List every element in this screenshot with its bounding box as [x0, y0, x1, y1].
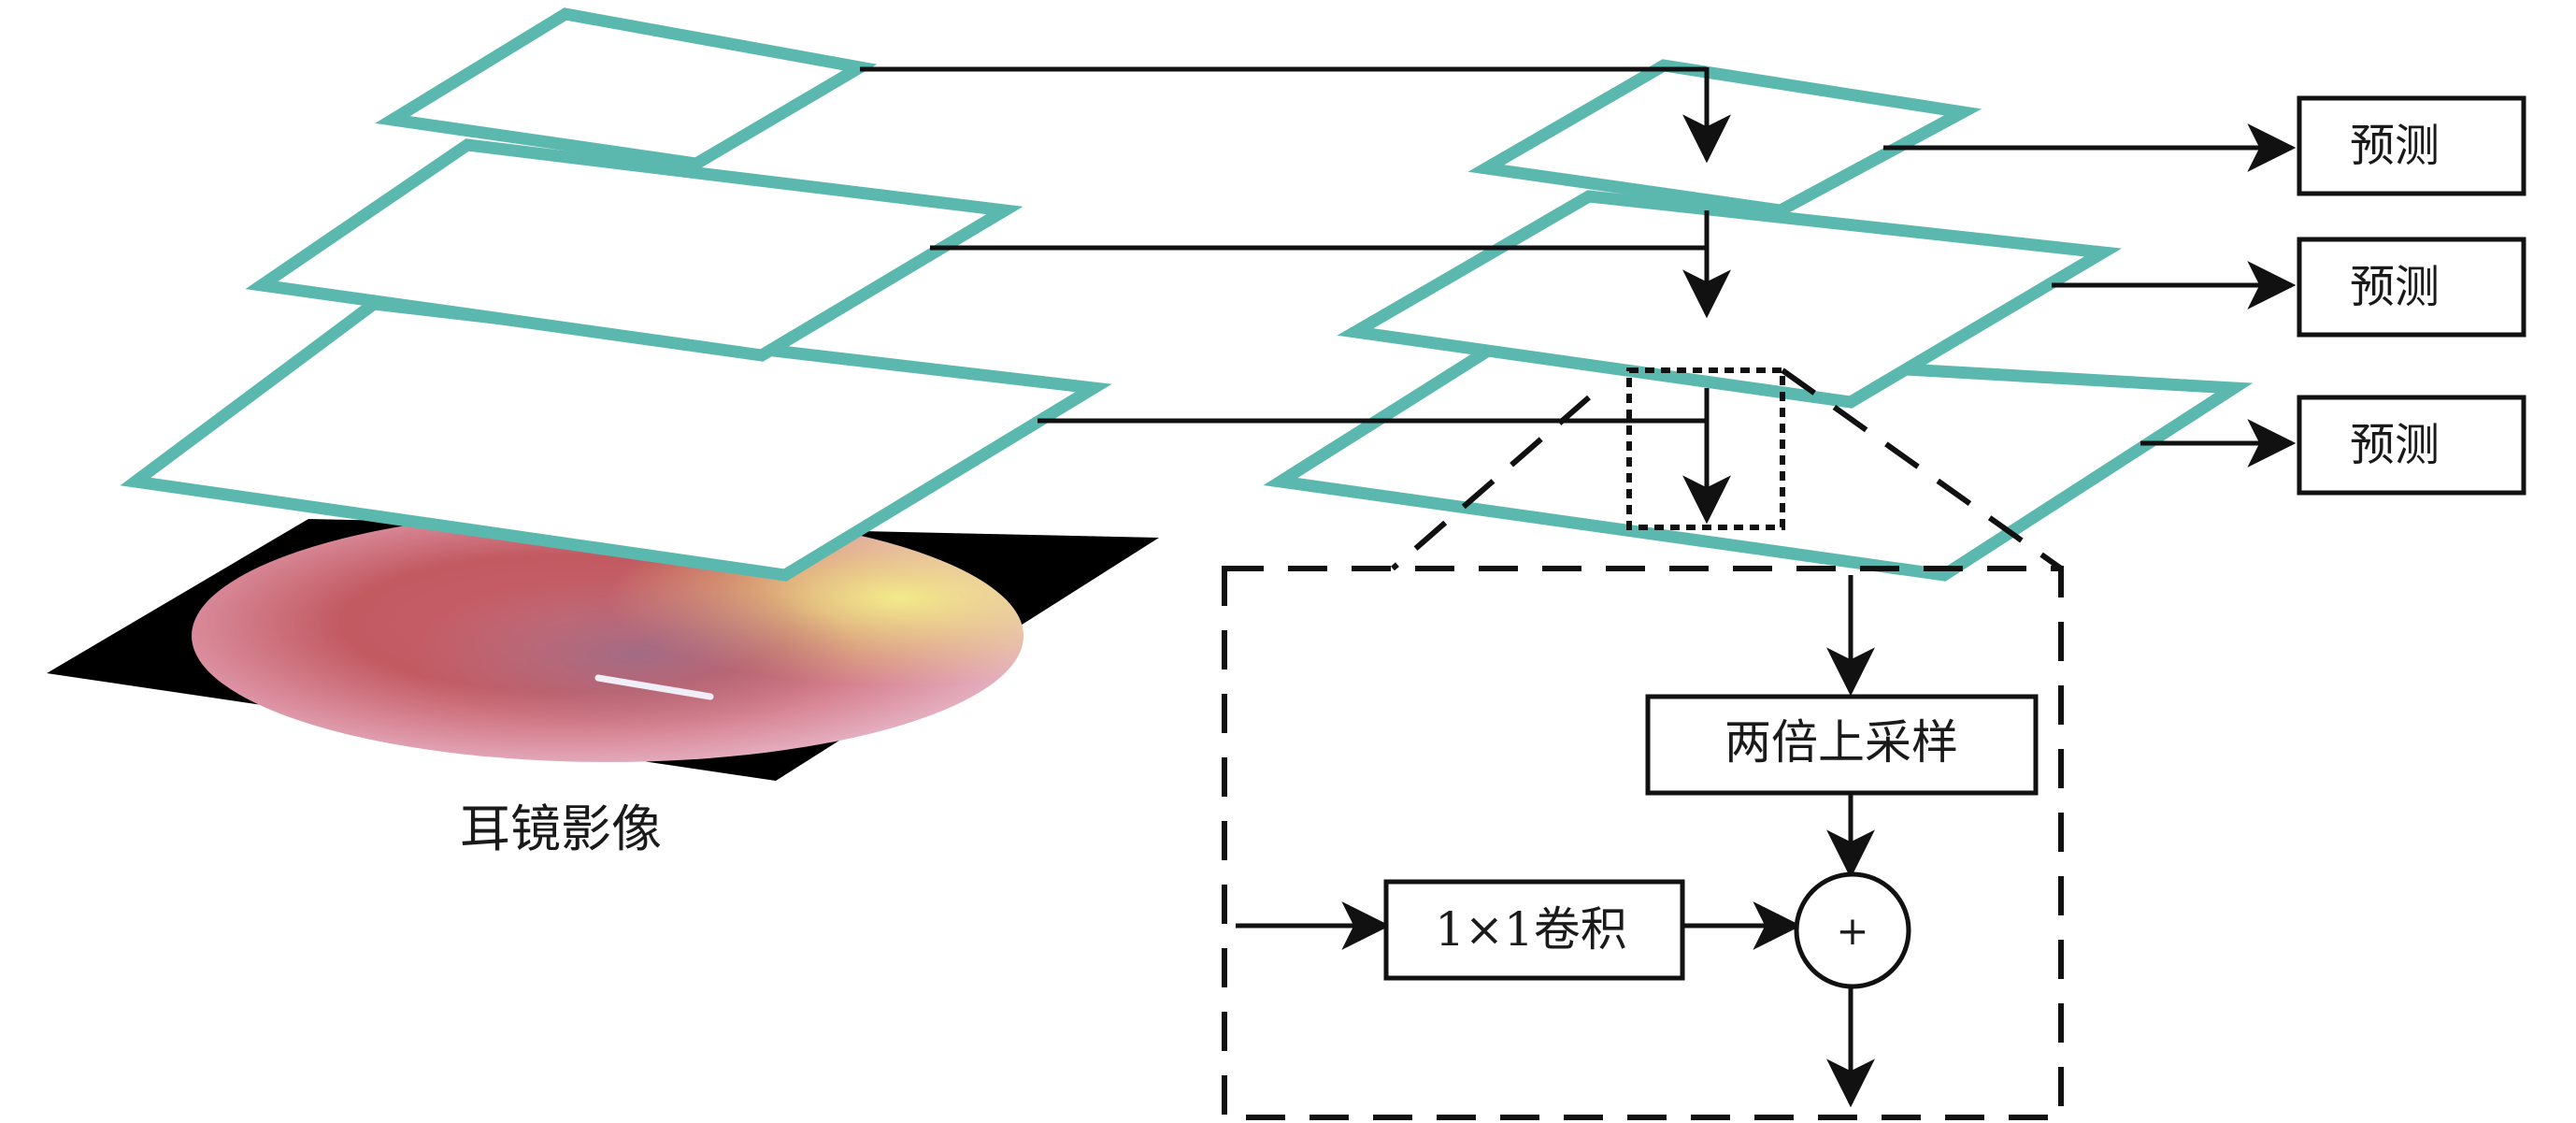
image-caption: 耳镜影像	[460, 799, 662, 858]
light-reflex	[594, 674, 714, 700]
predict-box-3: 预测	[2297, 395, 2526, 496]
right-layer-1	[1467, 59, 1982, 217]
predict-box-2: 预测	[2297, 237, 2526, 338]
eardrum-region	[411, 575, 860, 734]
right-layer-3	[1263, 339, 2254, 582]
otoscope-image	[47, 510, 1159, 781]
upsample-label: 两倍上采样	[1724, 715, 1958, 770]
predict-label-2: 预测	[2350, 261, 2440, 313]
prediction-outputs	[1883, 123, 2297, 468]
left-layer-1	[375, 7, 878, 170]
lateral-connections	[860, 66, 1731, 525]
zoom-detail-box	[1222, 566, 2064, 1120]
predict-box-1: 预测	[2297, 95, 2526, 196]
upsample-box: 两倍上采样	[1645, 694, 2039, 796]
predict-label-1: 预测	[2350, 120, 2440, 172]
left-layer-3	[120, 297, 1112, 582]
zoom-source-box	[1626, 367, 1785, 530]
zoom-guide-right	[1781, 367, 2063, 571]
zoom-indicator	[1222, 367, 2064, 1120]
conv-label: 1×1卷积	[1435, 902, 1627, 957]
merge-detail: 两倍上采样 1×1卷积 +	[1236, 575, 2039, 1108]
top-down-pyramid	[1263, 59, 2254, 582]
bottom-up-pyramid	[120, 7, 1112, 582]
add-node: +	[1794, 871, 1911, 989]
zoom-guide-left	[1391, 395, 1591, 571]
add-symbol: +	[1836, 908, 1868, 954]
conv-box: 1×1卷积	[1383, 879, 1685, 981]
predict-label-3: 预测	[2350, 419, 2440, 471]
left-layer-2	[245, 138, 1023, 362]
